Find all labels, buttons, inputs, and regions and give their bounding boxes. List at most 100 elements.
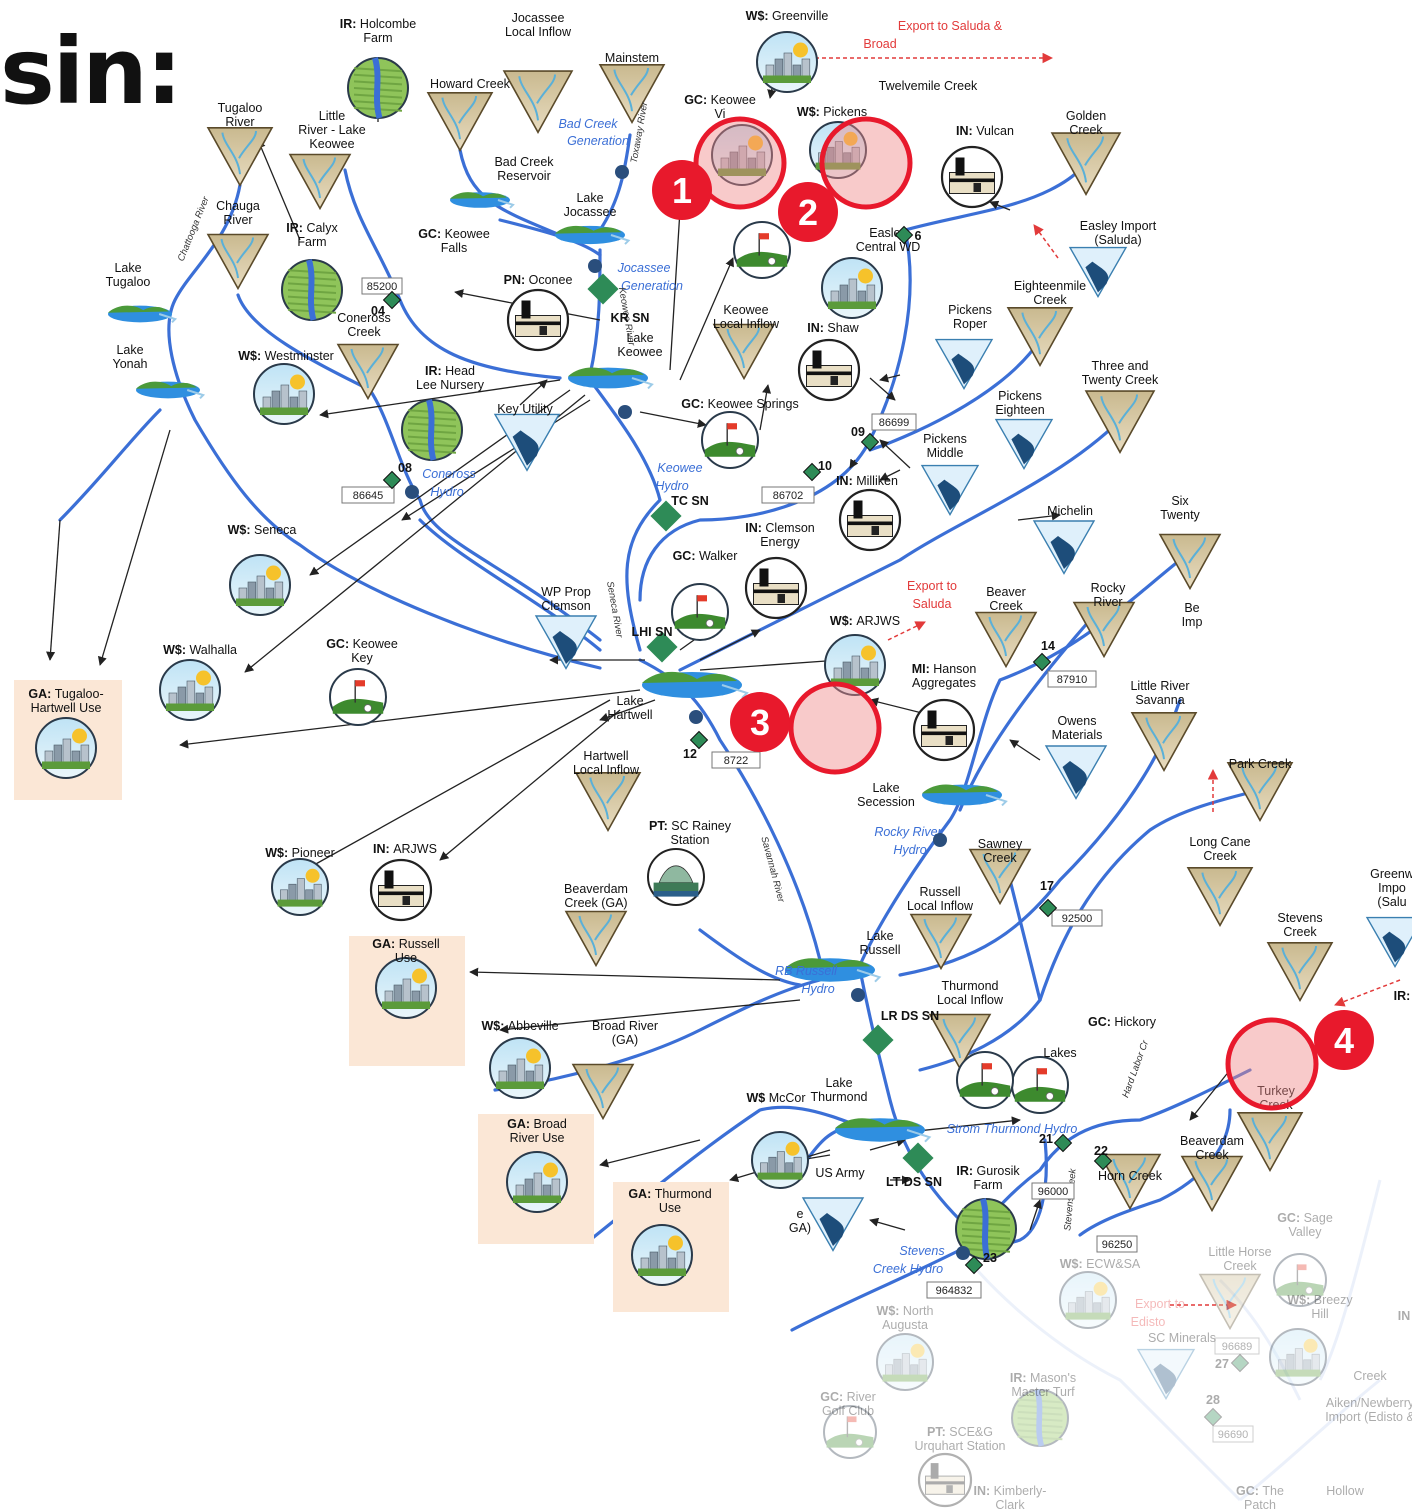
- node-type: GA:: [507, 1117, 533, 1131]
- city-icon: [35, 717, 97, 779]
- tri-icon: [1072, 601, 1136, 659]
- node-name: Thurmond: [942, 979, 999, 993]
- gauge-station: 86702: [761, 486, 815, 504]
- gauge-diamond: [382, 470, 402, 490]
- node-label-n97: IN: [1398, 1309, 1411, 1323]
- city-icon: [1269, 1328, 1327, 1386]
- tri-icon: [206, 233, 270, 291]
- city-icon: [824, 634, 886, 696]
- site-label: LR DS SN: [881, 1009, 939, 1023]
- node-name-line2: Creek (GA): [564, 896, 627, 910]
- callout-badge: [1314, 1010, 1374, 1070]
- node-name: Bad Creek: [494, 155, 554, 169]
- node-name-text: US Army: [815, 1166, 865, 1180]
- hydro-node: [588, 259, 602, 273]
- export-arrow: [1033, 224, 1059, 259]
- node-name-text: Stevens: [1277, 911, 1322, 925]
- golf-icon: [329, 668, 387, 726]
- node-name-text: Vulcan: [976, 124, 1014, 138]
- node-name: IR: Calyx: [286, 221, 338, 235]
- node-type: IN:: [373, 842, 393, 856]
- tri-icon: [1130, 712, 1198, 773]
- node-type: GC:: [673, 549, 699, 563]
- node-label-n9: W$: Pickens: [797, 105, 867, 119]
- node-name: GC: Keowee: [684, 93, 756, 107]
- gauge-number: 85200: [367, 281, 398, 293]
- node-name: GC: Keowee Springs: [681, 397, 798, 411]
- tri-icon: [1050, 132, 1122, 196]
- flow-arrow: [849, 458, 859, 469]
- node-name: IN: Milliken: [836, 474, 898, 488]
- tri-icon: [336, 343, 400, 401]
- gauge-number: 86645: [353, 490, 384, 502]
- golf-icon: [1273, 1253, 1327, 1307]
- gauge-id: 27: [1215, 1357, 1229, 1371]
- node-name-text: Thurmond: [942, 979, 999, 993]
- node-type: W$:: [797, 105, 823, 119]
- river-name: Hard Labor Cr: [1120, 1038, 1151, 1099]
- node-name-line2: Local Inflow: [505, 25, 572, 39]
- node-name: Sawney: [978, 837, 1023, 851]
- city-icon: [631, 1224, 693, 1286]
- city-icon: [375, 957, 437, 1019]
- gauge-id: 22: [1094, 1144, 1108, 1158]
- factory-icon: [369, 858, 433, 922]
- export-arrow: [1334, 979, 1401, 1007]
- node-name-text: Keowee: [445, 227, 490, 241]
- node-name-text: Lakes: [1043, 1046, 1076, 1060]
- node-name-text: Rocky: [1091, 581, 1126, 595]
- node-name-text: Lake: [626, 331, 653, 345]
- tri-icon: [1098, 1153, 1162, 1211]
- node-type: IN:: [956, 124, 976, 138]
- gauge-number: 96690: [1218, 1429, 1249, 1441]
- node-name-text: ECW&SA: [1086, 1257, 1141, 1271]
- node-name-line2: Vi: [715, 107, 726, 121]
- gauge-diamond: [1203, 1407, 1223, 1427]
- node-name-text: Milliken: [856, 474, 898, 488]
- node-name-line2: Creek: [1223, 1259, 1257, 1273]
- node-name: W$: Walhalla: [163, 643, 237, 657]
- node-label-n31: Key Utility: [497, 402, 553, 416]
- node-name-text: Breezy: [1314, 1293, 1354, 1307]
- hydro-plant-label: Hydro: [430, 485, 463, 499]
- flow-arrow: [469, 967, 781, 981]
- node-type: PN:: [504, 273, 529, 287]
- station-icon: [647, 848, 705, 906]
- node-name-line2: Roper: [953, 317, 987, 331]
- node-name-line2: River: [1093, 595, 1122, 609]
- node-name: Six: [1171, 494, 1189, 508]
- node-name-text: Coneross: [337, 311, 391, 325]
- node-name-text: Six: [1171, 494, 1189, 508]
- node-name: GC: Walker: [673, 549, 738, 563]
- node-label-n26: IN: Shaw: [807, 321, 859, 335]
- node-name: Stevens: [1277, 911, 1322, 925]
- node-label-n71: Broad River(GA): [592, 1019, 658, 1047]
- gauge-number: 86702: [773, 490, 804, 502]
- node-label-n38: Michelin: [1047, 504, 1093, 518]
- gauge-diamond: [1038, 898, 1058, 918]
- factory-icon: [940, 145, 1004, 209]
- gauge-diamond: [1053, 1133, 1073, 1153]
- city-icon: [229, 554, 291, 616]
- node-name-line2: Clemson: [541, 599, 590, 613]
- node-name-text: Be: [1184, 601, 1199, 615]
- node-name: US Army: [815, 1166, 865, 1180]
- node-name-text: Owens: [1058, 714, 1097, 728]
- flow-arrow: [97, 429, 171, 666]
- node-name-text: e: [797, 1207, 804, 1221]
- node-name-text: Golden: [1066, 109, 1106, 123]
- node-name-text: Gurosik: [977, 1164, 1021, 1178]
- node-name-line2: Thurmond: [811, 1090, 868, 1104]
- node-name-line2: Augusta: [882, 1318, 928, 1332]
- page-title: sin:: [0, 18, 183, 125]
- node-type: GC:: [1236, 1484, 1262, 1498]
- node-type: W$:: [830, 614, 856, 628]
